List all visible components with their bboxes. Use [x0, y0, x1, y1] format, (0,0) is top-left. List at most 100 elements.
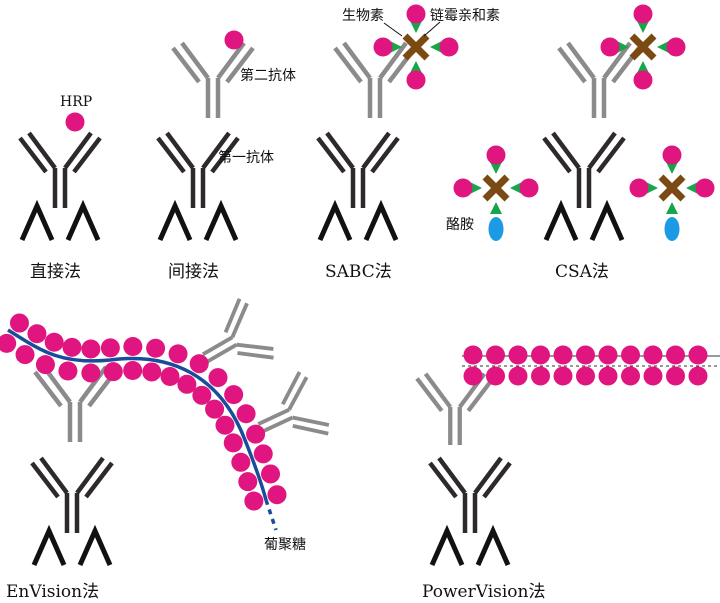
antigen	[157, 199, 239, 242]
hrp-enzyme	[223, 433, 243, 453]
hrp-enzyme	[598, 366, 618, 386]
secondary-antibody	[171, 41, 255, 118]
hrp-enzyme	[15, 345, 35, 365]
method-label-powervision: PowerVision法	[422, 582, 545, 602]
biotin	[410, 61, 422, 73]
hrp-enzyme	[261, 464, 281, 484]
biotin	[430, 41, 442, 53]
method-label-indirect: 间接法	[168, 262, 219, 282]
primary-antibody	[542, 131, 626, 208]
hrp-enzyme	[142, 362, 162, 382]
envision-dextran-chain	[7, 328, 268, 501]
streptavidin-label: 链霉亲和素	[430, 8, 500, 24]
hrp-enzyme	[439, 37, 459, 57]
biotin	[637, 61, 649, 73]
hrp-enzyme	[123, 336, 143, 356]
biotin	[390, 41, 402, 53]
hrp-enzyme	[598, 345, 618, 365]
hrp-enzyme	[81, 363, 101, 383]
biotin	[470, 182, 482, 194]
tyramide	[664, 217, 680, 241]
antigen	[429, 524, 511, 567]
hrp-enzyme	[662, 145, 682, 165]
hrp-enzyme	[531, 345, 550, 365]
primary-antibody	[316, 131, 400, 208]
hrp-enzyme	[62, 337, 82, 357]
biotin-pointer	[383, 22, 403, 37]
tyramide-label: 酪胺	[446, 217, 474, 233]
hrp-enzyme	[629, 178, 649, 198]
method-label-envision: EnVision法	[6, 582, 99, 602]
streptavidin	[629, 33, 657, 61]
biotin	[637, 21, 649, 33]
hrp-enzyme	[160, 366, 180, 386]
biotin	[410, 21, 422, 33]
hrp-enzyme	[65, 112, 85, 132]
hrp-enzyme	[553, 345, 573, 365]
method-label-sabc: SABC法	[325, 262, 392, 282]
biotin-label: 生物素	[342, 8, 384, 24]
method-label-direct: 直接法	[30, 262, 81, 282]
antigen	[31, 524, 113, 567]
hrp-enzyme	[666, 345, 685, 365]
hrp-enzyme	[246, 424, 266, 444]
primary-antibody	[30, 456, 114, 533]
antigen	[317, 199, 399, 242]
secondary-antibody	[33, 365, 117, 442]
hrp-enzyme	[58, 361, 78, 381]
hrp-enzyme	[236, 404, 256, 424]
hrp-enzyme	[633, 70, 653, 90]
hrp-enzyme	[215, 415, 235, 435]
secondary-antibody	[257, 371, 330, 436]
hrp-enzyme	[406, 70, 426, 90]
hrp-enzyme	[373, 37, 393, 57]
streptavidin-biotin-complex	[646, 162, 698, 241]
streptavidin-biotin-complex	[470, 162, 522, 241]
hrp-enzyme	[576, 345, 595, 365]
hrp-enzyme	[453, 178, 473, 198]
biotin	[617, 41, 629, 53]
avidin-biotin-layer	[390, 21, 698, 241]
hrp-enzyme	[253, 444, 273, 464]
hrp-enzyme	[463, 366, 483, 386]
secondary-antibody	[201, 298, 274, 364]
antigen	[19, 199, 101, 242]
streptavidin	[482, 174, 510, 202]
primary-antibody	[18, 131, 102, 208]
primary-antibody-label: 第一抗体	[218, 149, 274, 166]
hrp-enzyme	[508, 345, 528, 365]
hrp-bead-layer	[0, 4, 715, 511]
hrp-enzyme	[189, 354, 209, 374]
hrp-enzyme	[146, 338, 166, 358]
secondary-antibody	[415, 372, 495, 445]
hrp-enzyme	[633, 4, 653, 24]
biotin	[666, 202, 678, 214]
hrp-enzyme	[695, 178, 715, 198]
hrp-enzyme	[486, 145, 506, 165]
secondary-antibody	[557, 41, 641, 118]
hrp-enzyme	[531, 366, 550, 386]
hrp-enzyme	[267, 485, 287, 505]
biotin	[666, 162, 678, 174]
hrp-enzyme	[100, 338, 120, 358]
hrp-enzyme	[224, 385, 244, 405]
antigen-layer	[19, 199, 625, 567]
streptavidin	[402, 33, 430, 61]
hrp-enzyme	[643, 366, 663, 386]
hrp-enzyme	[224, 30, 244, 50]
hrp-enzyme	[81, 339, 101, 359]
hrp-enzyme	[168, 344, 188, 364]
secondary-antibody-label: 第二抗体	[240, 67, 296, 84]
hrp-enzyme	[44, 332, 64, 352]
hrp-enzyme	[231, 452, 251, 472]
primary-antibody	[428, 456, 512, 533]
hrp-enzyme	[688, 366, 708, 386]
antibody-layer	[18, 41, 641, 533]
hrp-enzyme	[508, 366, 528, 386]
hrp-enzyme	[621, 345, 640, 365]
dextran-label: 葡聚糖	[264, 537, 306, 553]
streptavidin-biotin-complex	[617, 21, 669, 73]
method-label-csa: CSA法	[555, 262, 609, 282]
envision-dextran-tail	[264, 499, 278, 531]
